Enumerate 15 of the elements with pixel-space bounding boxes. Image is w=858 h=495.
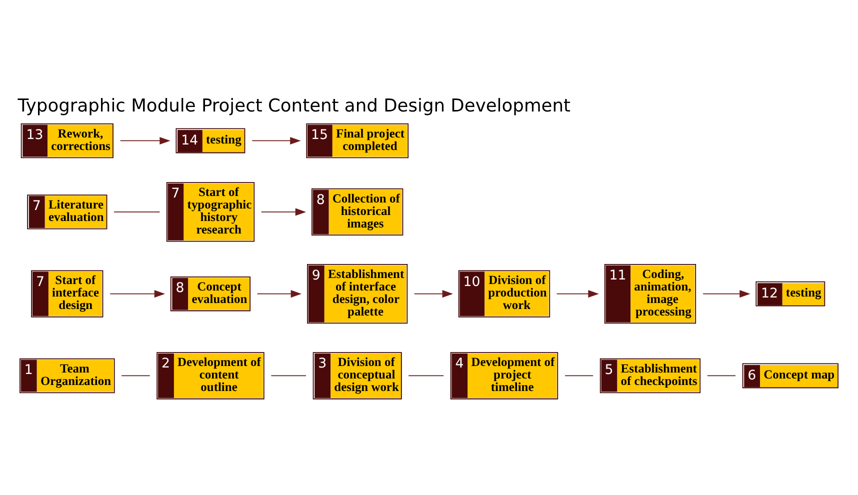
arrow <box>260 208 306 216</box>
arrow <box>120 136 170 144</box>
connector <box>270 374 306 376</box>
connector <box>564 374 594 376</box>
arrow <box>414 290 453 298</box>
diagram-title: Typographic Module Project Content and Design Development <box>18 94 570 116</box>
arrow <box>556 290 599 298</box>
connector <box>706 374 736 376</box>
arrow <box>252 136 301 144</box>
arrow <box>702 290 750 298</box>
connector <box>121 374 150 376</box>
connector <box>408 374 444 376</box>
arrow <box>110 290 166 298</box>
connector <box>114 211 160 212</box>
arrow <box>256 290 302 298</box>
